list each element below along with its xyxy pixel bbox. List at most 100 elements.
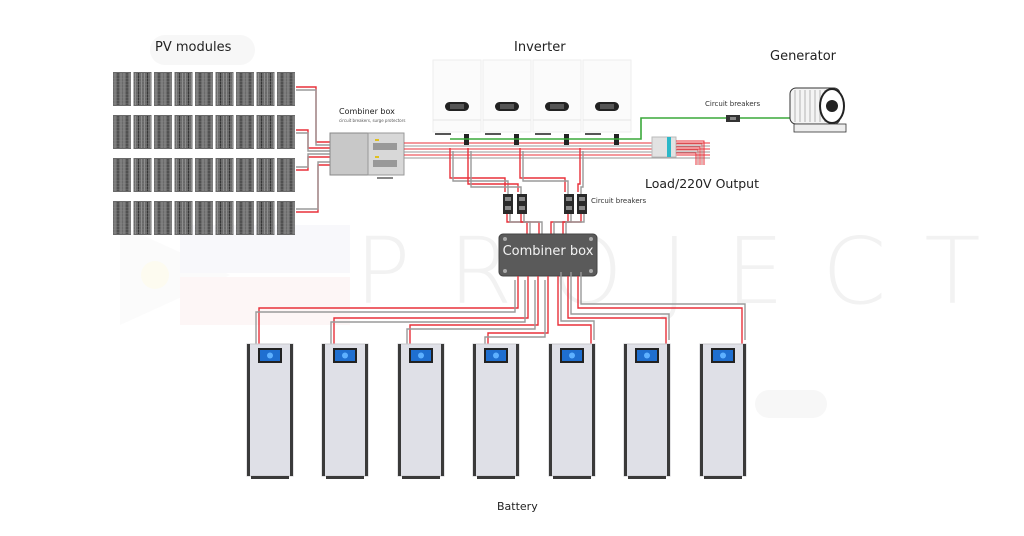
- load-output-wire: [676, 140, 705, 165]
- combiner-box-panel: [367, 132, 405, 176]
- ac-generator-wire: [450, 117, 800, 140]
- inverter-unit: [432, 59, 482, 145]
- generator-label: Generator: [770, 49, 837, 64]
- screw: [589, 269, 593, 273]
- pv-wire-row3-positive: [296, 156, 330, 171]
- pv-wire-row4-negative: [296, 161, 330, 210]
- pv-module: [154, 115, 172, 149]
- pv-wire-row3-negative: [296, 153, 330, 168]
- battery-circuit-breaker: [564, 194, 574, 214]
- pv-wire-row1-negative: [296, 89, 330, 146]
- pv-array-row: [113, 115, 295, 149]
- load-output-wire: [676, 152, 697, 165]
- battery-circuit-breakers-label: Circuit breakers: [591, 197, 647, 205]
- pv-module: [133, 72, 152, 106]
- pv-module: [174, 201, 193, 235]
- pv-module: [154, 72, 172, 106]
- pv-module: [256, 115, 275, 149]
- pv-module: [133, 158, 152, 192]
- pv-module: [174, 158, 193, 192]
- inverter-to-breaker-wire-3-positive: [519, 148, 566, 192]
- pv-module: [154, 158, 172, 192]
- combiner-to-battery-wire-positive: [557, 276, 592, 344]
- pv-module: [195, 158, 213, 192]
- inverter-unit: [582, 59, 632, 145]
- inverter-unit: [482, 59, 532, 145]
- battery-unit: [246, 343, 294, 479]
- pv-module: [154, 201, 172, 235]
- combiner-to-battery-wire-negative: [406, 280, 536, 348]
- pv-modules-label: PV modules: [155, 40, 232, 55]
- generator: [789, 87, 847, 133]
- battery-cabinet: [623, 343, 671, 477]
- pv-module: [277, 201, 295, 235]
- battery-unit: [623, 343, 671, 479]
- pv-module: [133, 201, 152, 235]
- load-breaker: [651, 136, 677, 158]
- pv-array-row: [113, 201, 295, 235]
- combiner-to-battery-wire-positive: [333, 276, 529, 344]
- combiner-to-battery-wire-negative: [560, 272, 595, 340]
- inverter-to-breaker-wire-1-positive: [449, 148, 506, 192]
- pv-module: [236, 72, 254, 106]
- pv-module: [133, 115, 152, 149]
- pv-wire-row2-negative: [296, 132, 330, 152]
- pv-module: [215, 72, 234, 106]
- battery-unit: [699, 343, 747, 479]
- pv-module: [113, 158, 131, 192]
- inverter-body: [532, 59, 582, 133]
- pv-module: [236, 115, 254, 149]
- battery-cabinet: [548, 343, 596, 477]
- combiner-to-battery-wire-positive: [487, 276, 549, 344]
- label-background: [150, 35, 255, 65]
- battery-cabinet: [472, 343, 520, 477]
- pv-module: [195, 115, 213, 149]
- combiner-to-battery-wire-positive: [577, 276, 743, 344]
- pv-module: [113, 115, 131, 149]
- combiner-to-battery-wire-positive: [567, 276, 667, 344]
- pv-module: [236, 158, 254, 192]
- pv-module: [256, 201, 275, 235]
- inverter-to-breaker-wire-4-positive: [577, 148, 581, 192]
- pv-module: [174, 115, 193, 149]
- battery-unit: [472, 343, 520, 479]
- combiner-to-battery-wire-negative: [570, 272, 670, 340]
- pv-module: [277, 72, 295, 106]
- combiner-to-battery-wire-negative: [330, 280, 526, 348]
- flag-watermark: [120, 225, 350, 325]
- pv-module: [236, 201, 254, 235]
- top-combiner-box: [329, 132, 405, 179]
- battery-label: Battery: [497, 500, 538, 513]
- inverter-to-breaker-wire-2-negative: [470, 151, 522, 195]
- combiner-to-battery-wire-negative: [255, 280, 516, 348]
- breaker-to-combiner-wire-negative: [523, 214, 543, 234]
- load-output-label: Load/220V Output: [645, 176, 760, 191]
- load-output-wire: [676, 143, 703, 165]
- pv-module: [215, 158, 234, 192]
- battery-cabinet: [699, 343, 747, 477]
- combiner-to-battery-wire-negative: [580, 272, 746, 340]
- battery-circuit-breaker: [517, 194, 527, 214]
- combiner-to-battery-wire-negative: [484, 280, 546, 348]
- load-output-wire: [676, 146, 701, 165]
- breaker-strip: [373, 160, 397, 167]
- screw: [503, 269, 507, 273]
- combiner-to-battery-wire-positive: [258, 276, 519, 344]
- combiner-to-battery-wire-positive: [409, 276, 539, 344]
- inverter-body: [432, 59, 482, 133]
- pv-module: [256, 158, 275, 192]
- inverter-to-breaker-wire-4-negative: [580, 151, 584, 195]
- pv-module: [113, 201, 131, 235]
- pv-module: [277, 158, 295, 192]
- watermark-text: PROJECT: [355, 218, 1019, 325]
- generator-base: [793, 123, 847, 133]
- pv-array-row: [113, 72, 295, 106]
- screw: [589, 237, 593, 241]
- inverter-to-breaker-wire-2-positive: [467, 148, 519, 192]
- screw: [503, 237, 507, 241]
- load-output-wire: [676, 149, 699, 165]
- combiner-box-main-label: Combiner box: [502, 244, 594, 259]
- breaker-to-combiner-wire-negative: [565, 214, 585, 234]
